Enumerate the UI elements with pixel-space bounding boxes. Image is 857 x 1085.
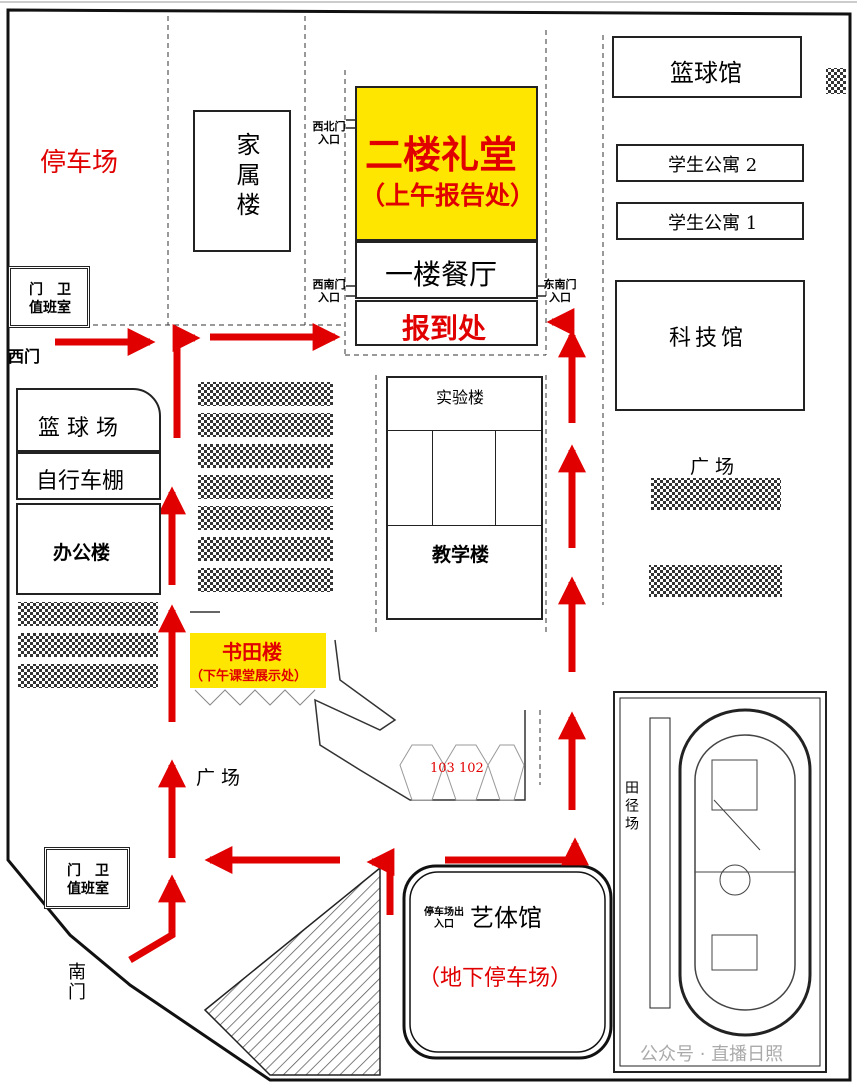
basketball-hall-label: 篮球馆 [670,59,742,87]
nw-gate-label: 西北门入口 [312,120,346,146]
dorm-1-label: 学生公寓 1 [668,213,758,234]
sw-gate-label: 西南门入口 [312,278,346,304]
dorm-2: 学生公寓 2 [616,144,804,182]
office-building: 办公楼 [16,503,161,595]
dorm-1: 学生公寓 1 [616,202,804,240]
auditorium-label: 二楼礼堂 [365,132,518,177]
arts-hall-outline [402,864,613,1060]
guard-west-label: 门 卫 值班室 [29,282,71,316]
guard-south-label: 门 卫 值班室 [67,863,109,897]
hatched-areas [18,68,846,1076]
plaza-south-label: 广 场 [196,767,241,789]
shutian-label: 书田楼 [222,640,282,664]
teaching-label: 教学楼 [432,544,490,566]
se-gate-label: 东南门入口 [543,278,577,304]
bike-shed: 自行车棚 [16,452,161,500]
family-building-label: 家属楼 [232,132,260,222]
lab-partition [388,430,541,526]
parking-nw-label: 停车场 [40,148,119,178]
dorm-2-label: 学生公寓 2 [668,155,758,176]
basketball-hall: 篮球馆 [612,36,802,98]
canteen-label: 一楼餐厅 [385,258,498,291]
west-gate-label: 西门 [8,347,41,366]
registration-label: 报到处 [402,312,487,345]
bike-shed-label: 自行车棚 [36,469,125,494]
guard-house-south: 门 卫 值班室 [44,847,130,909]
canteen: 一楼餐厅 [355,241,538,299]
lab-teaching-building: 实验楼 教学楼 [386,376,543,620]
campus-boundary [6,8,852,1082]
office-building-label: 办公楼 [53,542,111,564]
guard-house-west: 门 卫 值班室 [8,266,90,328]
auditorium-note: （上午报告处） [360,181,536,210]
registration: 报到处 [355,300,538,346]
rooms-label: 103 102 [430,761,484,776]
family-building: 家属楼 [193,110,291,252]
tech-hall-label: 科技馆 [669,326,748,351]
shutian-building: 书田楼 （下午课堂展示处） [190,633,326,688]
shutian-note: （下午课堂展示处） [190,669,308,684]
south-gate-label: 南门 [65,962,86,1002]
route-arrows [55,308,589,964]
tech-hall: 科技馆 [615,280,805,411]
arts-hall-note: （地下停车场） [418,966,573,991]
lab-label: 实验楼 [436,388,485,407]
parking-gate-label: 停车场出入口 [424,907,464,930]
watermark: 公众号 · 直播日照 [640,1044,784,1065]
track-label: 田径场 [623,780,639,834]
plaza-east-label: 广 场 [690,456,735,478]
basketball-court-label: 篮 球 场 [38,416,118,441]
basketball-court: 篮 球 场 [16,388,161,452]
rooms-hexagons [399,744,525,801]
track-field [613,691,827,1073]
auditorium: 二楼礼堂 （上午报告处） [355,86,538,241]
arts-hall-label: 艺体馆 [470,904,542,932]
